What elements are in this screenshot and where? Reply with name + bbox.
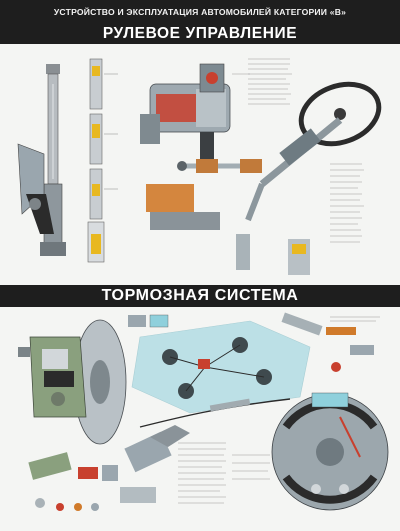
brakes-diagram [18, 312, 389, 511]
steering-section-title: РУЛЕВОЕ УПРАВЛЕНИЕ [0, 24, 400, 44]
strut-section-views [87, 58, 118, 263]
drum-brake-illustration [271, 392, 389, 511]
tie-rod-illustration [146, 159, 310, 275]
master-cylinder-illustration [281, 312, 380, 372]
brakes-illustration [0, 307, 400, 531]
parking-brake-cable-illustration [139, 398, 291, 447]
steering-illustration [0, 44, 400, 285]
steering-column-illustration [245, 81, 382, 222]
series-title: УСТРОЙСТВО И ЭКСПЛУАТАЦИЯ АВТОМОБИЛЕЙ КА… [0, 0, 400, 24]
steering-diagram [17, 58, 382, 275]
disc-brake-illustration [18, 319, 127, 445]
car-brake-circuit-illustration [128, 314, 311, 414]
brakes-section-title: ТОРМОЗНАЯ СИСТЕМА [0, 285, 400, 307]
brakes-legend [178, 442, 270, 504]
strut-assembly-illustration [17, 64, 66, 256]
steering-gear-illustration [140, 63, 250, 170]
steering-legend [248, 58, 364, 243]
